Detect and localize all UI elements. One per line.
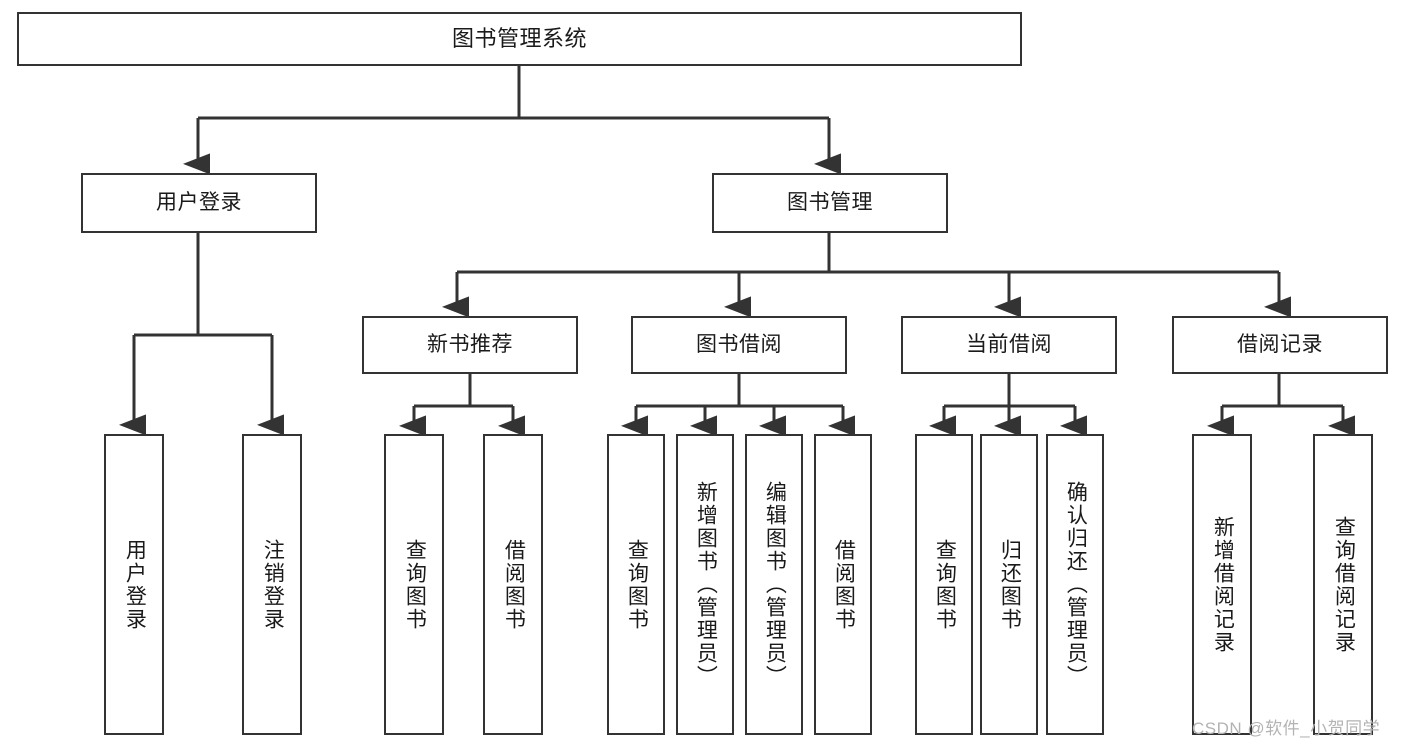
csdn-watermark: CSDN @软件_小贺同学 xyxy=(1192,719,1381,738)
node-book-borrow[interactable]: 图书借阅 xyxy=(631,316,847,374)
node-leaf-return-book-label: 归还图书 xyxy=(998,538,1022,631)
node-leaf-add-record[interactable]: 新增借阅记录 xyxy=(1192,434,1252,735)
node-leaf-add-book-label: 新增图书（管理员） xyxy=(694,481,718,688)
node-leaf-edit-book[interactable]: 编辑图书（管理员） xyxy=(745,434,803,735)
node-book-borrow-label: 图书借阅 xyxy=(696,333,782,357)
node-leaf-query-record[interactable]: 查询借阅记录 xyxy=(1313,434,1373,735)
node-leaf-query-book-2[interactable]: 查询图书 xyxy=(607,434,665,735)
node-leaf-borrow-book-1-label: 借阅图书 xyxy=(502,538,526,631)
node-leaf-add-book[interactable]: 新增图书（管理员） xyxy=(676,434,734,735)
node-current-borrow-label: 当前借阅 xyxy=(966,333,1052,357)
node-leaf-query-book-1-label: 查询图书 xyxy=(403,538,427,631)
node-book-manage[interactable]: 图书管理 xyxy=(712,173,948,233)
node-leaf-query-book-3-label: 查询图书 xyxy=(933,538,957,631)
node-new-book-recommend[interactable]: 新书推荐 xyxy=(362,316,578,374)
node-leaf-borrow-book-1[interactable]: 借阅图书 xyxy=(483,434,543,735)
node-book-manage-label: 图书管理 xyxy=(787,191,873,215)
node-leaf-user-login[interactable]: 用户登录 xyxy=(104,434,164,735)
node-root-label: 图书管理系统 xyxy=(451,25,587,51)
node-current-borrow[interactable]: 当前借阅 xyxy=(901,316,1117,374)
node-root[interactable]: 图书管理系统 xyxy=(17,12,1022,66)
node-new-book-recommend-label: 新书推荐 xyxy=(427,333,513,357)
node-user-login[interactable]: 用户登录 xyxy=(81,173,317,233)
node-leaf-query-book-3[interactable]: 查询图书 xyxy=(915,434,973,735)
node-leaf-return-book[interactable]: 归还图书 xyxy=(980,434,1038,735)
node-user-login-label: 用户登录 xyxy=(156,191,242,215)
node-leaf-user-login-label: 用户登录 xyxy=(123,538,147,631)
node-leaf-add-record-label: 新增借阅记录 xyxy=(1211,515,1235,654)
node-leaf-borrow-book-2[interactable]: 借阅图书 xyxy=(814,434,872,735)
node-leaf-user-logout[interactable]: 注销登录 xyxy=(242,434,302,735)
node-leaf-query-record-label: 查询借阅记录 xyxy=(1332,515,1356,654)
node-leaf-confirm-return[interactable]: 确认归还（管理员） xyxy=(1046,434,1104,735)
node-leaf-user-logout-label: 注销登录 xyxy=(261,538,285,631)
node-leaf-query-book-1[interactable]: 查询图书 xyxy=(384,434,444,735)
node-leaf-confirm-return-label: 确认归还（管理员） xyxy=(1064,481,1088,688)
node-leaf-edit-book-label: 编辑图书（管理员） xyxy=(763,481,787,688)
node-leaf-query-book-2-label: 查询图书 xyxy=(625,538,649,631)
node-borrow-record-label: 借阅记录 xyxy=(1237,333,1323,357)
node-leaf-borrow-book-2-label: 借阅图书 xyxy=(832,538,856,631)
node-borrow-record[interactable]: 借阅记录 xyxy=(1172,316,1388,374)
